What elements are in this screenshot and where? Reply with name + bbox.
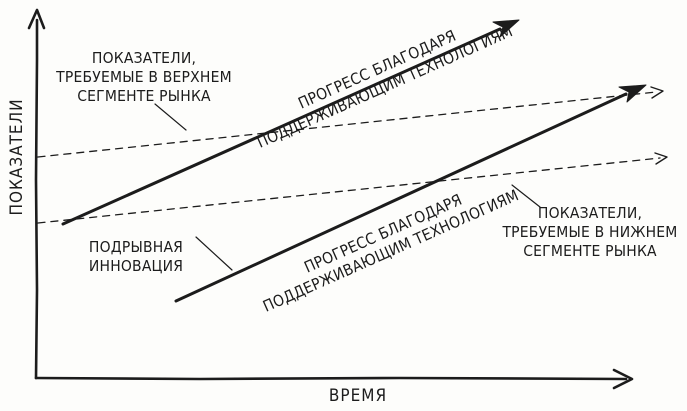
lower-market-leader-line [511, 184, 541, 208]
disruptive-label-line2: ИННОВАЦИЯ [89, 257, 183, 275]
upper-market-dashed-line [37, 91, 657, 158]
lower-sustaining-label-line2: ПОДДЕРЖИВАЮЩИМ ТЕХНОЛОГИЯМ [260, 186, 521, 315]
y-axis-label: ПОКАЗАТЕЛИ [7, 98, 27, 215]
upper-market-label: ПОКАЗАТЕЛИ, ТРЕБУЕМЫЕ В ВЕРХНЕМ СЕГМЕНТЕ… [55, 49, 232, 105]
lower-sustaining-trajectory [174, 84, 647, 303]
lower-trajectory-line [174, 92, 628, 303]
disruptive-innovation-label: ПОДРЫВНАЯ ИННОВАЦИЯ [89, 238, 183, 275]
lower-trajectory-arrow-icon [618, 84, 647, 103]
axes [27, 8, 634, 390]
upper-market-arrow-icon [650, 86, 664, 99]
y-axis-arrow-icon [27, 8, 46, 30]
lower-sustaining-label: ПРОГРЕСС БЛАГОДАРЯ ПОДДЕРЖИВАЮЩИМ ТЕХНОЛ… [260, 186, 521, 315]
x-axis-line [34, 376, 628, 381]
lower-market-label: ПОКАЗАТЕЛИ, ТРЕБУЕМЫЕ В НИЖНЕМ СЕГМЕНТЕ … [501, 204, 677, 260]
lower-market-label-line3: СЕГМЕНТЕ РЫНКА [523, 242, 657, 260]
upper-market-label-line3: СЕГМЕНТЕ РЫНКА [77, 87, 211, 105]
upper-sustaining-label-line2: ПОДДЕРЖИВАЮЩИМ ТЕХНОЛОГИЯМ [254, 22, 515, 151]
y-axis-line [34, 18, 39, 380]
disruptive-leader-line [195, 236, 233, 271]
x-axis-label: ВРЕМЯ [329, 386, 387, 406]
disruptive-label-line1: ПОДРЫВНАЯ [89, 238, 183, 256]
upper-market-label-line2: ТРЕБУЕМЫЕ В ВЕРХНЕМ [55, 68, 232, 86]
lower-market-label-line1: ПОКАЗАТЕЛИ, [538, 204, 642, 222]
upper-market-label-line1: ПОКАЗАТЕЛИ, [92, 49, 196, 67]
upper-sustaining-trajectory [61, 19, 520, 226]
lower-market-label-line2: ТРЕБУЕМЫЕ В НИЖНЕМ [501, 223, 677, 241]
lower-market-arrow-icon [654, 152, 668, 165]
upper-market-leader-line [154, 103, 187, 131]
lower-market-demand-line [37, 152, 668, 224]
upper-sustaining-label: ПРОГРЕСС БЛАГОДАРЯ ПОДДЕРЖИВАЮЩИМ ТЕХНОЛ… [254, 22, 515, 151]
upper-market-demand-line [37, 86, 664, 158]
lower-market-dashed-line [37, 157, 661, 224]
upper-trajectory-line [61, 27, 502, 226]
x-axis-arrow-icon [612, 368, 634, 390]
upper-trajectory-arrow-icon [492, 19, 520, 38]
